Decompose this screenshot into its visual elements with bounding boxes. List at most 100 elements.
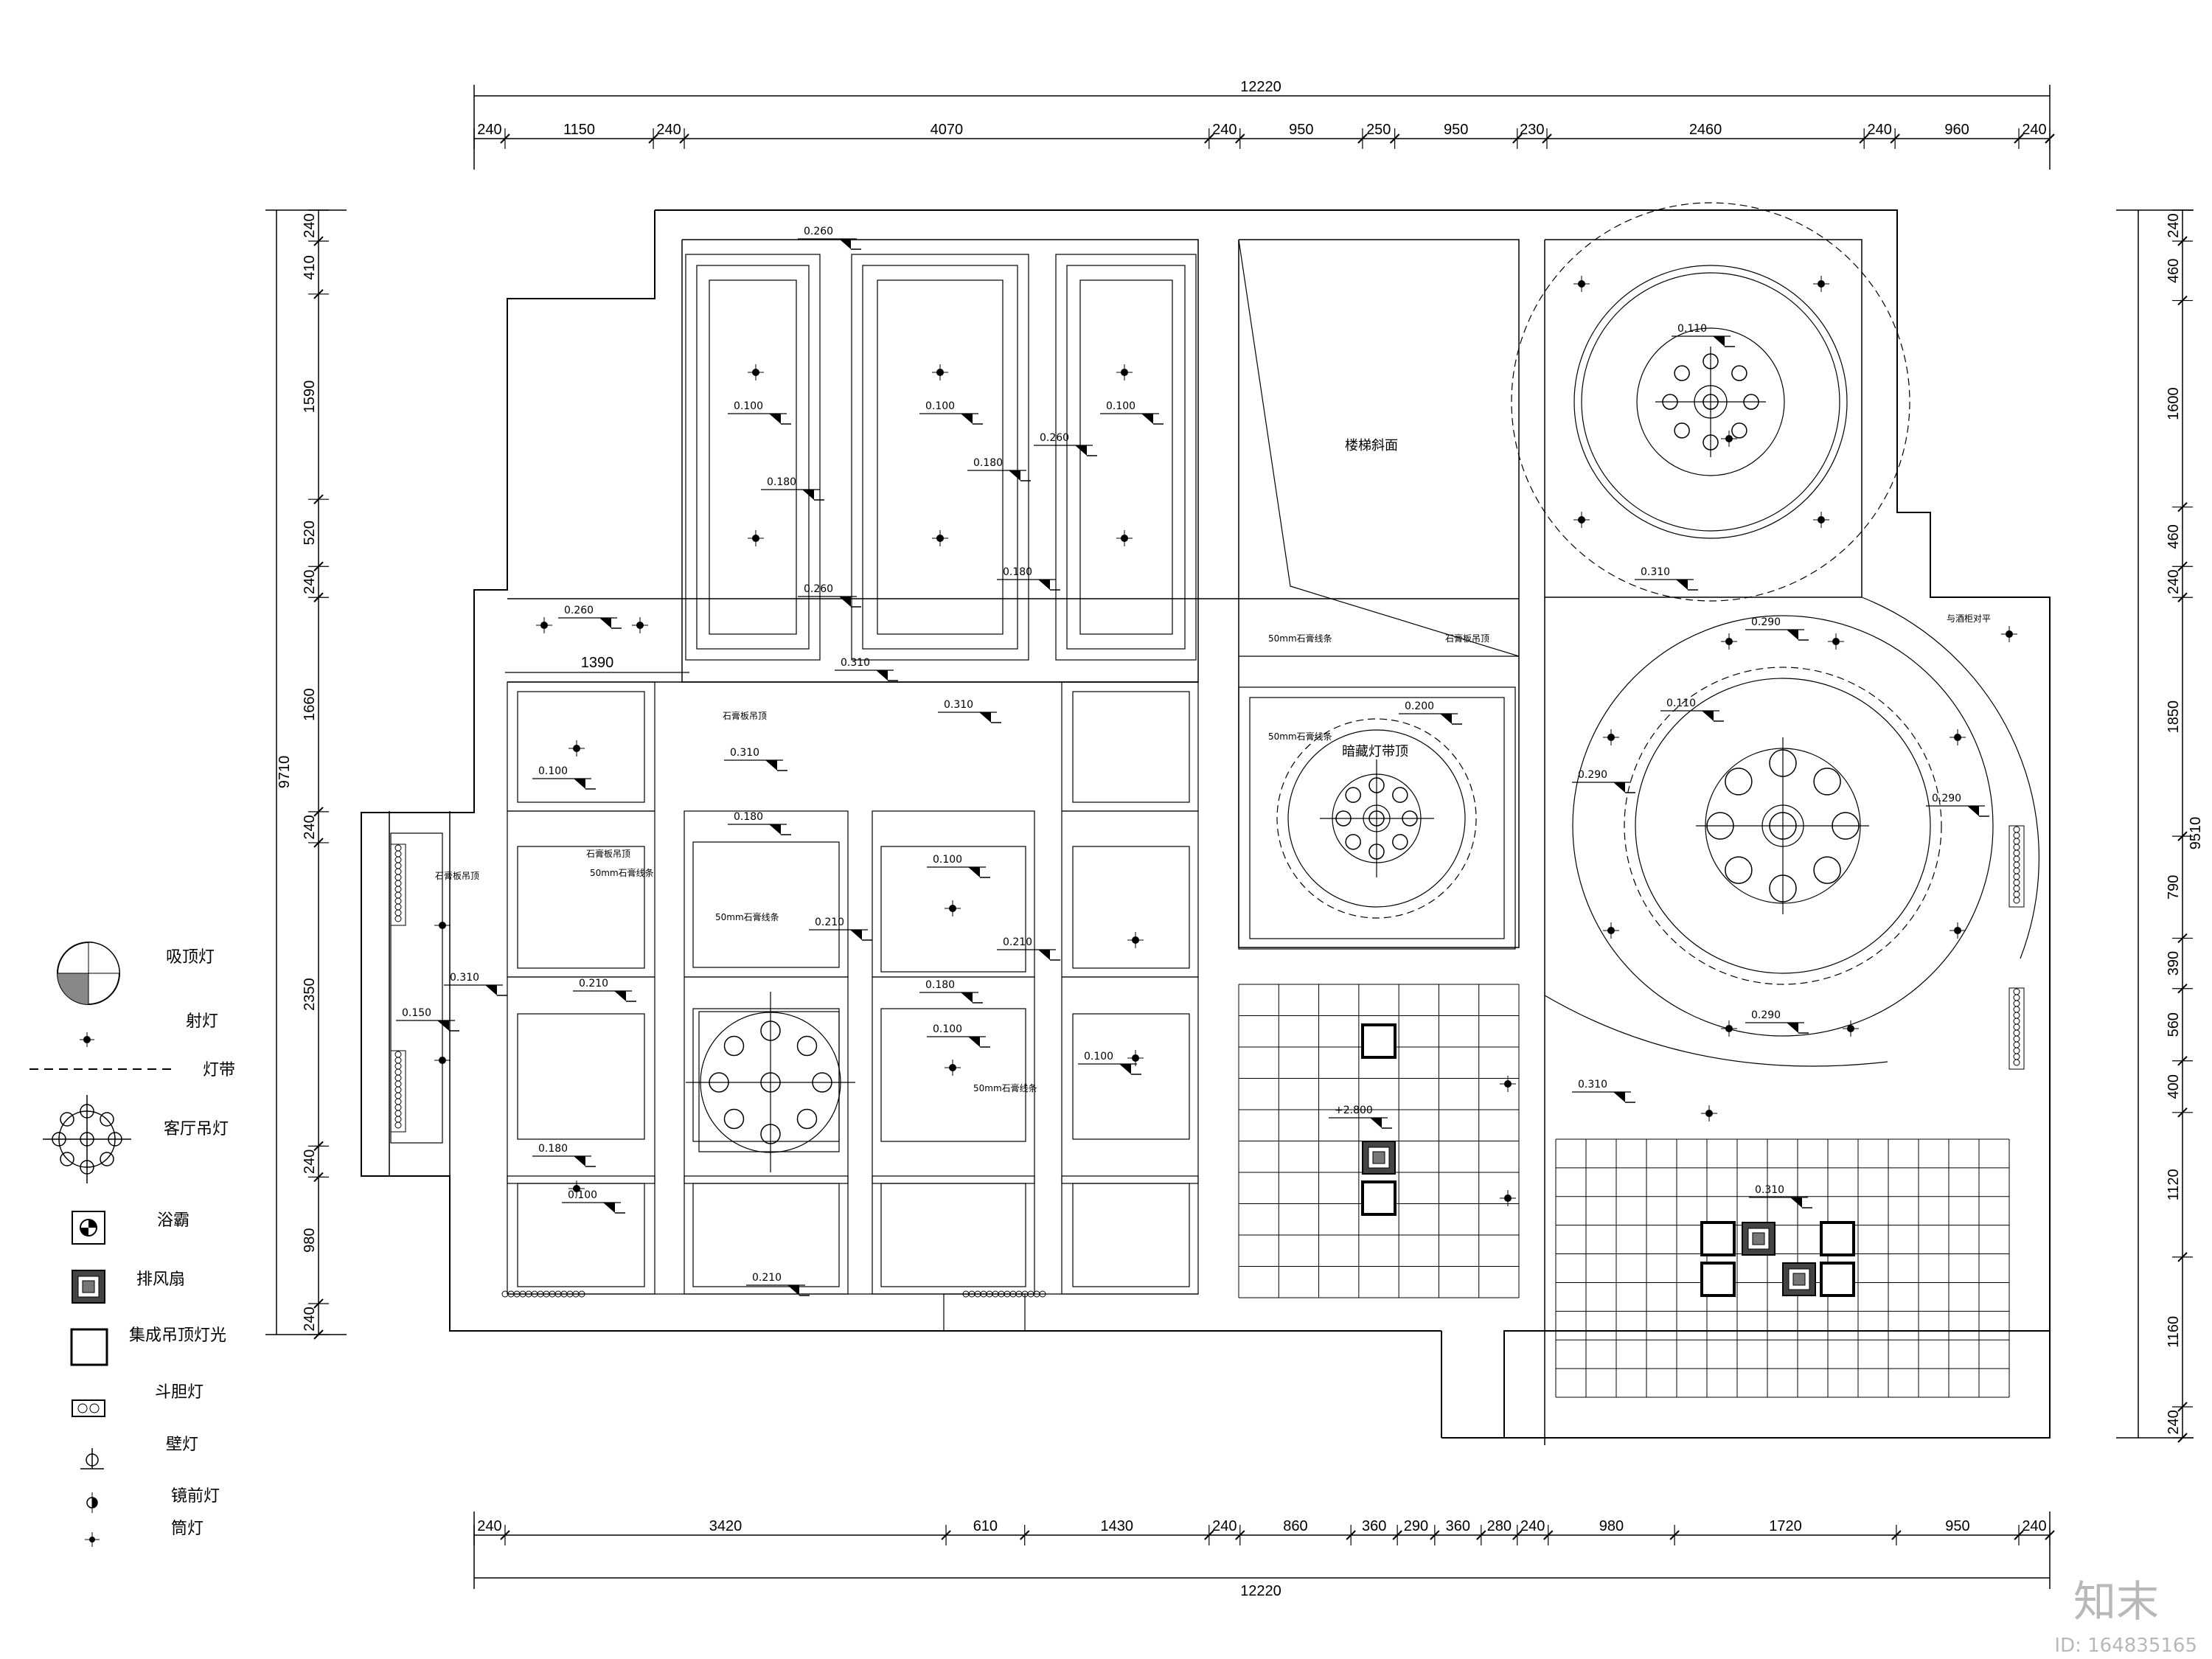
spotlight-icon xyxy=(1603,729,1619,745)
level-value: 0.150 xyxy=(402,1007,431,1019)
level-value: 0.210 xyxy=(815,917,844,928)
level-value: 0.310 xyxy=(450,972,479,984)
level-tag: 0.180 xyxy=(761,476,824,501)
level-value: 0.210 xyxy=(579,978,608,990)
dim-value: 4070 xyxy=(931,122,964,138)
level-value: 0.310 xyxy=(1755,1184,1784,1196)
level-value: 0.180 xyxy=(973,457,1003,469)
level-tag: 0.310 xyxy=(1749,1184,1812,1208)
spotlight-icon xyxy=(536,617,552,633)
dim-value: 240 xyxy=(477,122,501,138)
dim-value: 1160 xyxy=(2166,1316,2182,1348)
dim-value: 240 xyxy=(2166,213,2182,237)
dim-value: 2350 xyxy=(302,978,318,1011)
level-value: 0.180 xyxy=(1003,566,1032,578)
level-tag: 0.290 xyxy=(1926,793,1989,817)
level-tag: 0.150 xyxy=(396,1007,459,1032)
legend-label-10: 筒灯 xyxy=(171,1520,204,1538)
legend-label-8: 壁灯 xyxy=(166,1436,198,1454)
level-tag: 0.310 xyxy=(724,747,787,771)
level-value: 0.100 xyxy=(1084,1051,1113,1062)
light-strip-icon xyxy=(962,1290,1046,1298)
level-value: 0.260 xyxy=(804,226,833,237)
level-tag: 0.180 xyxy=(997,566,1060,591)
level-value: 0.260 xyxy=(1040,432,1069,444)
level-value: 0.100 xyxy=(933,1023,962,1035)
light-strip-icon xyxy=(501,1290,585,1298)
level-value: 0.180 xyxy=(538,1143,568,1155)
level-value: 0.180 xyxy=(734,811,763,823)
dim-value: 240 xyxy=(302,1150,318,1174)
upper-panels xyxy=(685,254,1197,661)
chandelier-icon xyxy=(1706,749,1860,902)
ceiling-light-icon xyxy=(57,942,120,1005)
mirror-light-icon xyxy=(86,1492,98,1513)
align-note: 与酒柜对平 xyxy=(1947,613,1991,624)
level-tag: 0.310 xyxy=(1572,1079,1635,1103)
level-value: 0.110 xyxy=(1666,698,1696,709)
living-round-ceiling xyxy=(1544,597,2039,1067)
legend-label-9: 镜前灯 xyxy=(171,1487,220,1506)
right-dimension xyxy=(2116,209,2194,1439)
integrated-ceiling-light-icon xyxy=(1361,1180,1397,1216)
level-tag: 0.310 xyxy=(1635,566,1698,591)
right-dim-ticks: 2404601600460240185079039056040011201160… xyxy=(2166,209,2193,1443)
spotlight-icon xyxy=(1127,932,1144,948)
dim-value: 950 xyxy=(1444,122,1468,138)
dim-value: 1660 xyxy=(302,688,318,721)
line-label-1: 50mm石膏线条 xyxy=(1268,633,1332,644)
spotlight-icon xyxy=(434,917,451,933)
level-tag: 0.210 xyxy=(573,978,636,1002)
line-label-3: 50mm石膏线条 xyxy=(715,911,779,922)
legend-label-0: 吸顶灯 xyxy=(166,948,215,967)
dim-value: 980 xyxy=(1599,1518,1624,1534)
living-grid xyxy=(390,681,1199,1332)
cornice-label-1: 石膏板吊顶 xyxy=(723,710,767,721)
legend-label-4: 浴霸 xyxy=(157,1211,189,1230)
dim-value: 240 xyxy=(2022,122,2046,138)
bath-heater-icon xyxy=(72,1211,105,1245)
dim-value: 1850 xyxy=(2166,700,2182,734)
spotlight-icon xyxy=(1813,512,1829,528)
legend-label-5: 排风扇 xyxy=(136,1270,185,1289)
level-tag: 0.100 xyxy=(728,400,791,425)
spotlight-icon xyxy=(1828,633,1844,650)
dim-value: 240 xyxy=(302,213,318,237)
exhaust-fan-icon xyxy=(1362,1141,1396,1175)
light-strip-icon xyxy=(390,844,406,926)
spotlight-icon xyxy=(80,1032,94,1047)
light-fixtures xyxy=(390,276,2025,1298)
dim-value: 360 xyxy=(1362,1518,1386,1534)
dim-value: 610 xyxy=(973,1518,998,1534)
level-value: 0.260 xyxy=(564,605,594,616)
level-value: 0.290 xyxy=(1751,616,1781,628)
level-value: 0.310 xyxy=(1641,566,1670,578)
dim-value: 250 xyxy=(1366,122,1391,138)
dim-value: 240 xyxy=(656,122,681,138)
level-value: 0.290 xyxy=(1932,793,1961,804)
spotlight-icon xyxy=(434,1052,451,1068)
dim-value: 240 xyxy=(1867,122,1891,138)
right-total-dim: 9510 xyxy=(2188,817,2204,850)
level-tag: 0.100 xyxy=(562,1189,625,1214)
dim-value: 240 xyxy=(1212,122,1237,138)
level-tag: 0.310 xyxy=(835,657,898,681)
chandelier-icon xyxy=(1335,777,1418,860)
level-value: 0.100 xyxy=(1106,400,1135,412)
exhaust-fan-icon xyxy=(1742,1222,1775,1256)
dim-value: 980 xyxy=(302,1228,318,1252)
spotlight-icon xyxy=(1950,922,1966,939)
level-value: 0.260 xyxy=(804,583,833,595)
spotlight-icon xyxy=(1950,729,1966,745)
spotlight-icon xyxy=(1573,276,1590,292)
dim-value: 240 xyxy=(2022,1518,2046,1534)
integrated-ceiling-light-icon xyxy=(1700,1221,1736,1256)
legend-label-7: 斗胆灯 xyxy=(155,1383,204,1402)
spotlight-icon xyxy=(1116,530,1133,546)
dim-value: 960 xyxy=(1944,122,1969,138)
cornice-label-4: 石膏板吊顶 xyxy=(435,870,479,881)
spotlight-icon xyxy=(1721,633,1737,650)
dim-value: 2460 xyxy=(1689,122,1722,138)
level-value: 0.100 xyxy=(734,400,763,412)
